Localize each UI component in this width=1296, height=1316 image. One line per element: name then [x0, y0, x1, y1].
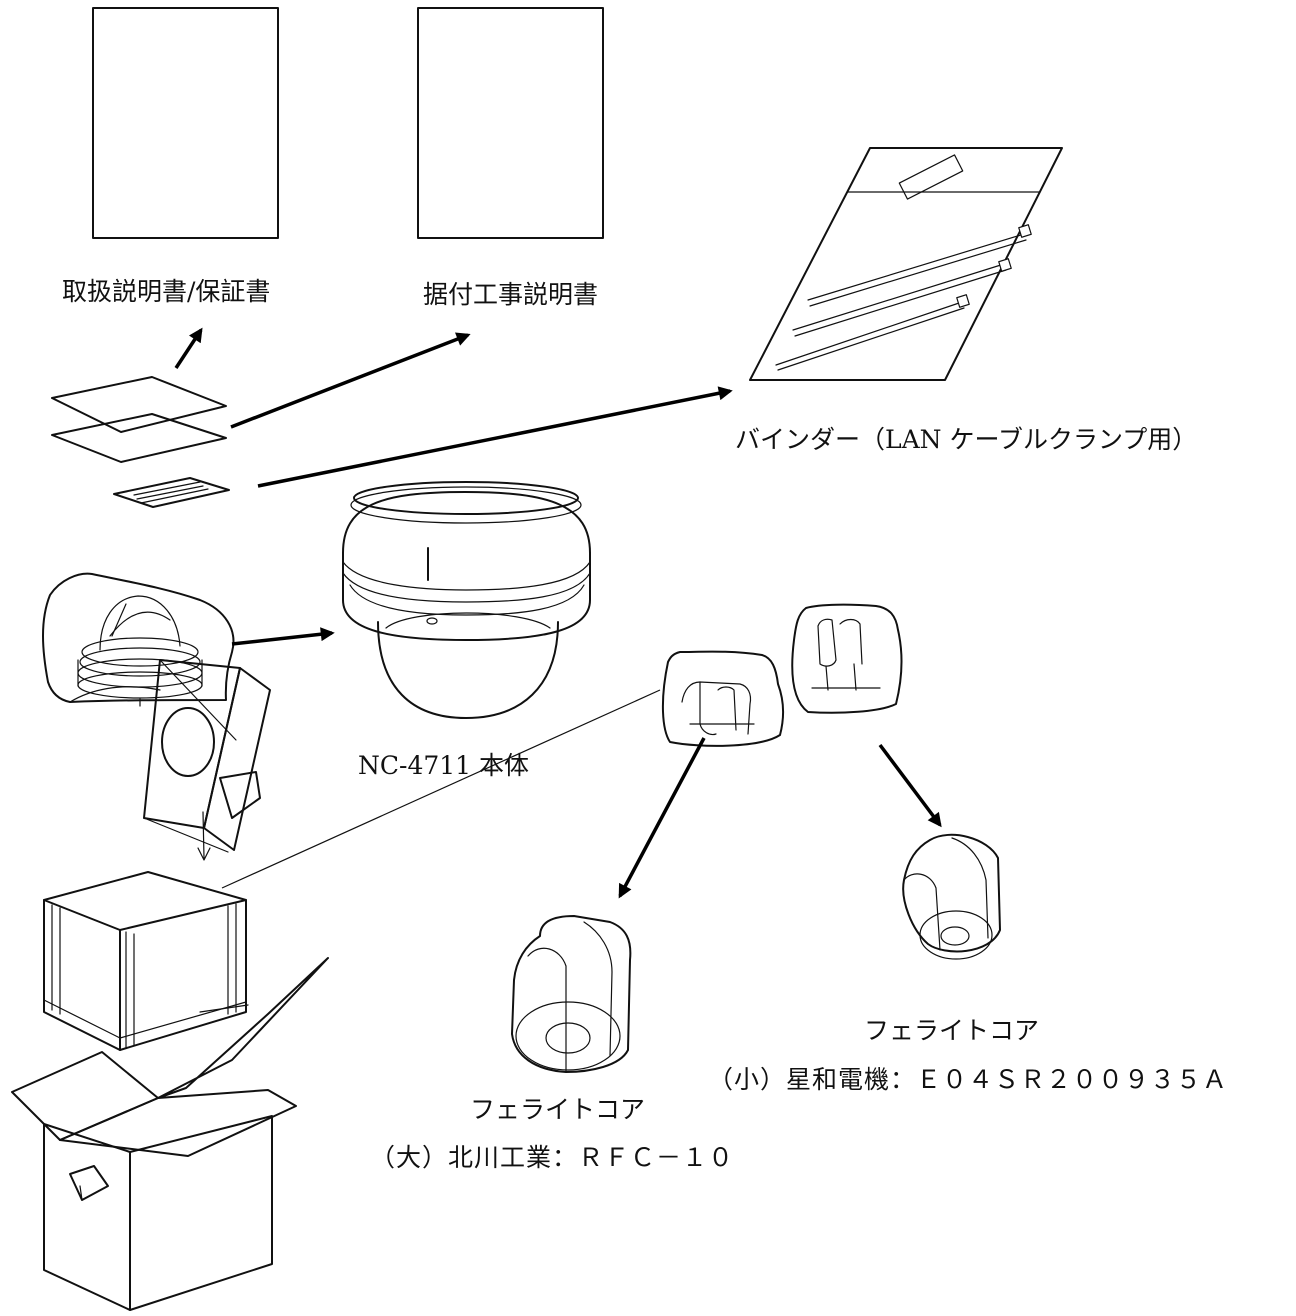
installation-manual-document-icon [417, 7, 604, 239]
leader-arrowhead [197, 847, 211, 861]
ferrite-bag-small-icon [791, 603, 903, 714]
ferrite-small-spec: （小）星和電機：Ｅ０４ＳＲ２００９３５Ａ [708, 1065, 1228, 1094]
installation-sheet-icon [51, 413, 227, 463]
ferrite-large-title: フェライトコア [470, 1095, 645, 1124]
binder-small-icon [113, 477, 230, 508]
manual-document-icon [92, 7, 279, 239]
ferrite-core-large-icon [511, 915, 632, 1073]
installation-manual-label: 据付工事説明書 [423, 280, 598, 309]
cable-tie [807, 224, 1032, 307]
arrow-to-binder [257, 386, 733, 488]
arrow-to-manual [174, 327, 203, 369]
camera-body-label: NC-4711 本体 [358, 751, 529, 780]
ferrite-core-small-icon [902, 833, 1001, 960]
ferrite-large-spec: （大）北川工業：ＲＦＣ－１０ [370, 1143, 734, 1172]
arrow-to-installation-manual [230, 332, 471, 429]
ferrite-bag-large-icon [661, 650, 785, 747]
binder-label: バインダー（LAN ケーブルクランプ用） [735, 425, 1197, 454]
arrow-to-ferrite-small [878, 743, 942, 828]
wrapped-camera-icon [42, 572, 235, 707]
arrow-to-camera [231, 627, 335, 646]
leader-line [221, 689, 661, 889]
cable-tie-bag-icon [749, 147, 1063, 381]
cable-tie [775, 294, 970, 371]
arrow-to-ferrite-large [618, 737, 706, 899]
cable-tie [792, 258, 1012, 337]
packing-box-icon [11, 957, 329, 1311]
leader-arrow [202, 811, 205, 859]
ferrite-small-title: フェライトコア [864, 1016, 1039, 1045]
packing-insert-lid-icon [143, 659, 271, 853]
packing-insert-icon [43, 871, 247, 1051]
manual-sheet-icon [51, 376, 227, 433]
dome-camera-icon [342, 481, 591, 719]
manual-warranty-label: 取扱説明書/保証書 [62, 277, 270, 306]
